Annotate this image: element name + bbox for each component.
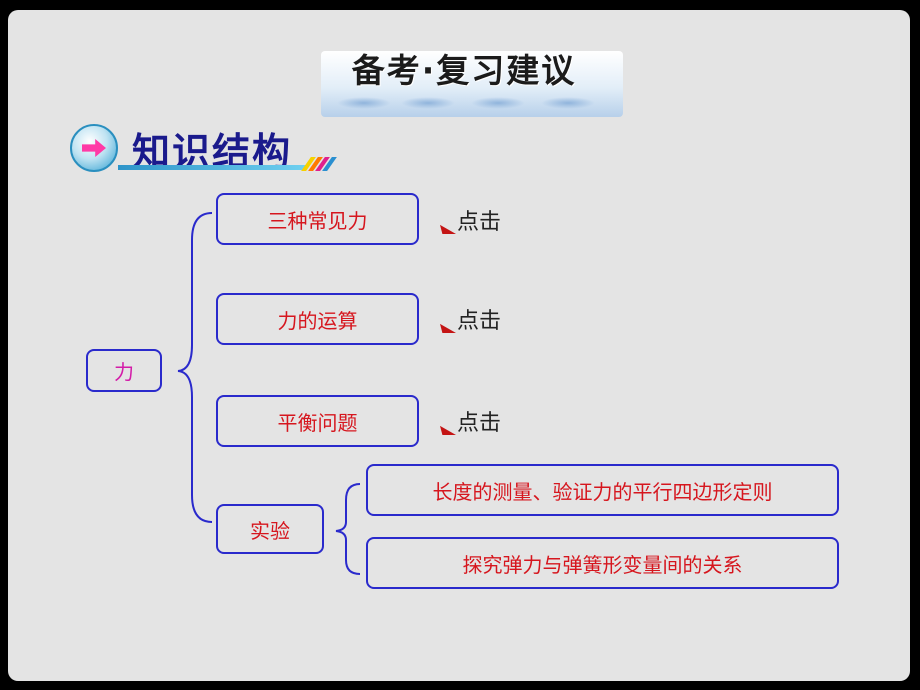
branch-node-force-operations[interactable]: 力的运算 <box>216 293 419 345</box>
branch-node-experiments: 实验 <box>216 504 324 554</box>
root-label: 力 <box>114 360 134 384</box>
section-underline <box>118 165 306 170</box>
header-title: 备考·复习建议 <box>351 51 577 90</box>
click-link-forces[interactable]: 点击 <box>457 210 502 235</box>
branch-node-equilibrium[interactable]: 平衡问题 <box>216 395 419 447</box>
branch-label: 力的运算 <box>277 308 358 333</box>
arrow-right-icon <box>70 124 118 172</box>
click-link-force-operations[interactable]: 点击 <box>457 309 502 334</box>
branch-label: 三种常见力 <box>267 208 368 233</box>
branch-node-forces[interactable]: 三种常见力 <box>216 193 419 245</box>
click-icon[interactable] <box>440 425 456 435</box>
click-link-equilibrium[interactable]: 点击 <box>457 411 502 436</box>
branch-label: 平衡问题 <box>277 410 358 435</box>
slide <box>8 10 910 681</box>
experiment-label: 长度的测量、验证力的平行四边形定则 <box>432 479 773 504</box>
experiment-node-2: 探究弹力与弹簧形变量间的关系 <box>366 537 839 589</box>
click-icon[interactable] <box>440 323 456 333</box>
branch-label: 实验 <box>250 518 290 543</box>
experiment-label: 探究弹力与弹簧形变量间的关系 <box>462 552 743 577</box>
experiment-node-1: 长度的测量、验证力的平行四边形定则 <box>366 464 839 516</box>
header-banner <box>321 51 623 117</box>
root-node: 力 <box>86 349 162 392</box>
